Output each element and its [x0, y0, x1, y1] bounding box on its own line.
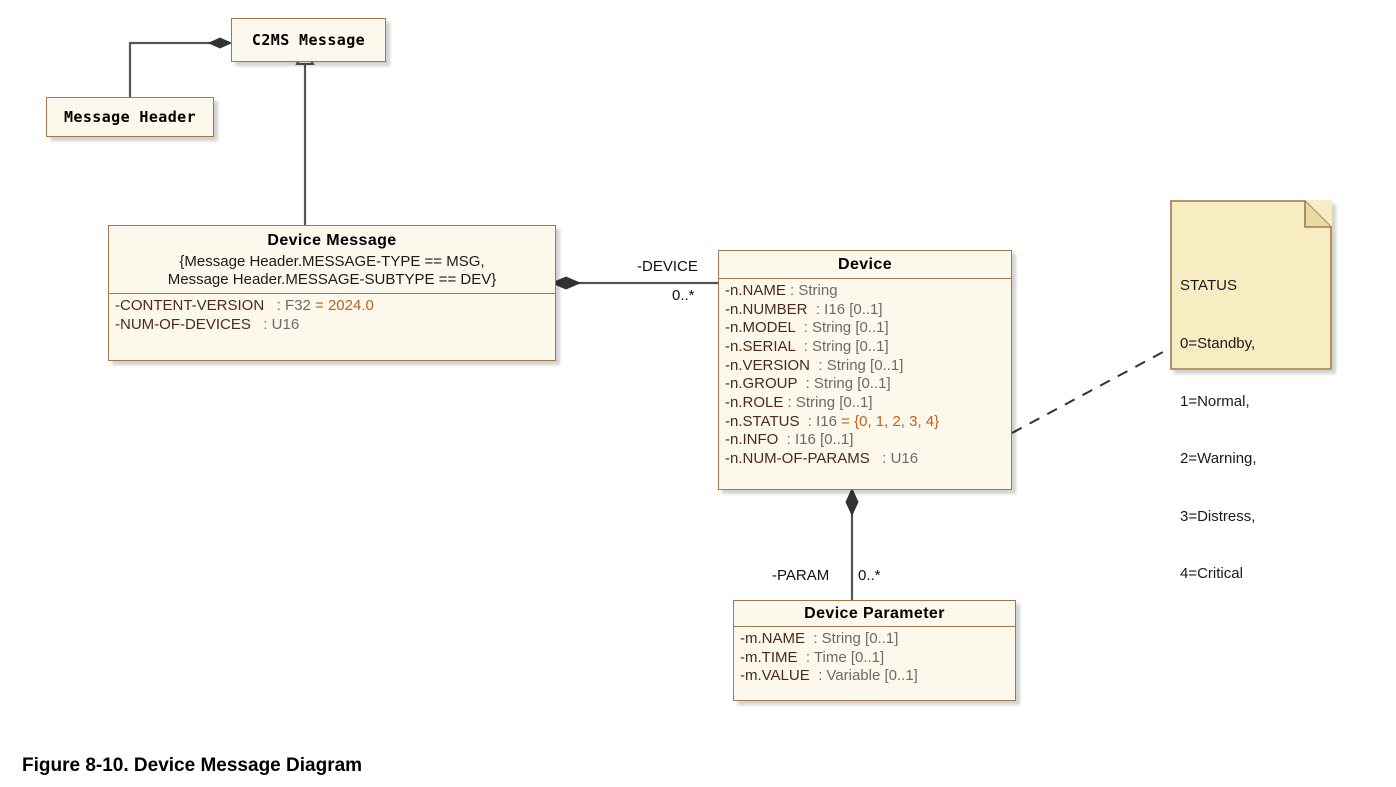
note-status-line-0: 0=Standby,: [1180, 334, 1256, 352]
attribute-row: -n.INFO : I16 [0..1]: [725, 431, 1005, 450]
class-title-message-header: Message Header: [63, 108, 197, 126]
attribute-row: -m.TIME : Time [0..1]: [740, 649, 1009, 668]
edge-device-to-note: [1011, 351, 1164, 434]
note-status[interactable]: STATUS 0=Standby, 1=Normal, 2=Warning, 3…: [1170, 200, 1332, 582]
attribute-type: : String: [785, 282, 838, 299]
attribute-type: : String [0..1]: [783, 394, 873, 412]
attribute-name: -NUM-OF-DEVICES: [115, 316, 251, 334]
attribute-row: -n.GROUP : String [0..1]: [725, 375, 1005, 394]
edge-label-device-role: -DEVICE: [637, 258, 698, 275]
class-box-device-parameter[interactable]: Device Parameter -m.NAME : String [0..1]…: [733, 600, 1016, 701]
edge-label-param-multiplicity: 0..*: [858, 567, 881, 584]
edge-label-param-role: -PARAM: [772, 567, 830, 584]
composition-diamond-device: [845, 487, 859, 517]
attribute-name: -n.ROLE: [725, 394, 784, 412]
attribute-row: -n.NUMBER : I16 [0..1]: [725, 301, 1005, 320]
note-status-line-2: 2=Warning,: [1180, 450, 1257, 468]
class-header-device-message: Device Message {Message Header.MESSAGE-T…: [109, 226, 555, 293]
attribute-row: -n.SERIAL : String [0..1]: [725, 338, 1005, 357]
attribute-type: : I16 [0..1]: [807, 300, 883, 318]
attribute-row: -m.NAME : String [0..1]: [740, 630, 1009, 649]
edge-label-device-multiplicity: 0..*: [672, 287, 695, 304]
attribute-row: -m.VALUE : Variable [0..1]: [740, 667, 1009, 686]
attribute-name: -n.VERSION: [725, 356, 811, 374]
attribute-name: -n.GROUP: [725, 375, 798, 393]
attribute-row: -n.NAME : String: [725, 282, 1005, 301]
class-title-device-parameter: Device Parameter: [804, 605, 945, 622]
class-title-device: Device: [838, 256, 892, 273]
attribute-type: : U16: [869, 450, 919, 468]
class-divider-device: [719, 278, 1011, 279]
attribute-row: -NUM-OF-DEVICES : U16: [115, 316, 549, 335]
attribute-type: : String [0..1]: [805, 630, 899, 647]
class-attributes-device-message: -CONTENT-VERSION : F32 = 2024.0-NUM-OF-D…: [109, 294, 555, 338]
attribute-row: -n.ROLE : String [0..1]: [725, 394, 1005, 413]
class-box-device[interactable]: Device -n.NAME : String-n.NUMBER : I16 […: [718, 250, 1012, 490]
figure-caption: Figure 8-10. Device Message Diagram: [22, 755, 363, 776]
attribute-name: -m.VALUE: [740, 667, 810, 685]
class-box-c2ms-message[interactable]: C2MS Message: [231, 18, 386, 62]
attribute-name: -n.STATUS: [725, 412, 800, 430]
attribute-type: : Variable [0..1]: [809, 667, 918, 685]
class-title-c2ms-message: C2MS Message: [251, 31, 366, 49]
class-box-message-header[interactable]: Message Header: [46, 97, 214, 137]
class-divider-device-parameter: [734, 626, 1015, 627]
note-status-line-4: 4=Critical: [1180, 565, 1243, 583]
attribute-row: -n.NUM-OF-PARAMS : U16: [725, 450, 1005, 469]
attribute-type: : String [0..1]: [795, 319, 889, 337]
attribute-row: -n.VERSION : String [0..1]: [725, 357, 1005, 376]
attribute-name: -n.INFO: [725, 431, 779, 449]
note-status-title: STATUS: [1180, 277, 1237, 295]
attribute-row: -n.STATUS : I16 = {0, 1, 2, 3, 4}: [725, 413, 1005, 432]
class-title-device-message: Device Message: [267, 232, 397, 249]
class-header-device-parameter: Device Parameter: [734, 601, 1015, 626]
attribute-name: -n.MODEL: [725, 319, 796, 337]
attribute-name: -m.TIME: [740, 648, 798, 666]
attribute-name: -n.NAME: [725, 282, 786, 299]
attribute-type: : String [0..1]: [810, 356, 904, 374]
composition-diamond-devicemessage: [550, 276, 582, 290]
attribute-type: : U16: [250, 316, 300, 334]
attribute-type: : F32: [264, 297, 311, 315]
class-attributes-device: -n.NAME : String-n.NUMBER : I16 [0..1]-n…: [719, 279, 1011, 473]
attribute-type: : Time [0..1]: [797, 648, 885, 666]
attribute-name: -n.NUMBER: [725, 300, 808, 318]
attribute-default-value: = {0, 1, 2, 3, 4}: [836, 412, 940, 430]
attribute-row: -CONTENT-VERSION : F32 = 2024.0: [115, 297, 549, 316]
attribute-name: -m.NAME: [740, 630, 805, 647]
note-status-line-1: 1=Normal,: [1180, 392, 1250, 410]
class-attributes-device-parameter: -m.NAME : String [0..1]-m.TIME : Time [0…: [734, 627, 1015, 690]
attribute-type: : I16: [799, 412, 837, 430]
note-shape: [1170, 200, 1332, 370]
composition-diamond-c2ms: [207, 37, 233, 49]
attribute-type: : I16 [0..1]: [778, 431, 854, 449]
class-constraint-device-message-line2: Message Header.MESSAGE-SUBTYPE == DEV}: [167, 270, 497, 288]
attribute-type: : String [0..1]: [797, 375, 891, 393]
attribute-row: -n.MODEL : String [0..1]: [725, 319, 1005, 338]
class-constraint-device-message-line1: {Message Header.MESSAGE-TYPE == MSG,: [179, 253, 485, 270]
class-divider-device-message: [109, 293, 555, 295]
attribute-name: -CONTENT-VERSION: [115, 297, 265, 315]
attribute-default-value: = 2024.0: [310, 297, 374, 315]
class-header-device: Device: [719, 251, 1011, 278]
attribute-name: -n.SERIAL: [725, 338, 796, 356]
note-status-text: STATUS 0=Standby, 1=Normal, 2=Warning, 3…: [1180, 238, 1257, 622]
attribute-type: : String [0..1]: [795, 338, 889, 356]
note-status-line-3: 3=Distress,: [1180, 507, 1256, 525]
class-box-device-message[interactable]: Device Message {Message Header.MESSAGE-T…: [108, 225, 556, 361]
attribute-name: -n.NUM-OF-PARAMS: [725, 450, 870, 468]
